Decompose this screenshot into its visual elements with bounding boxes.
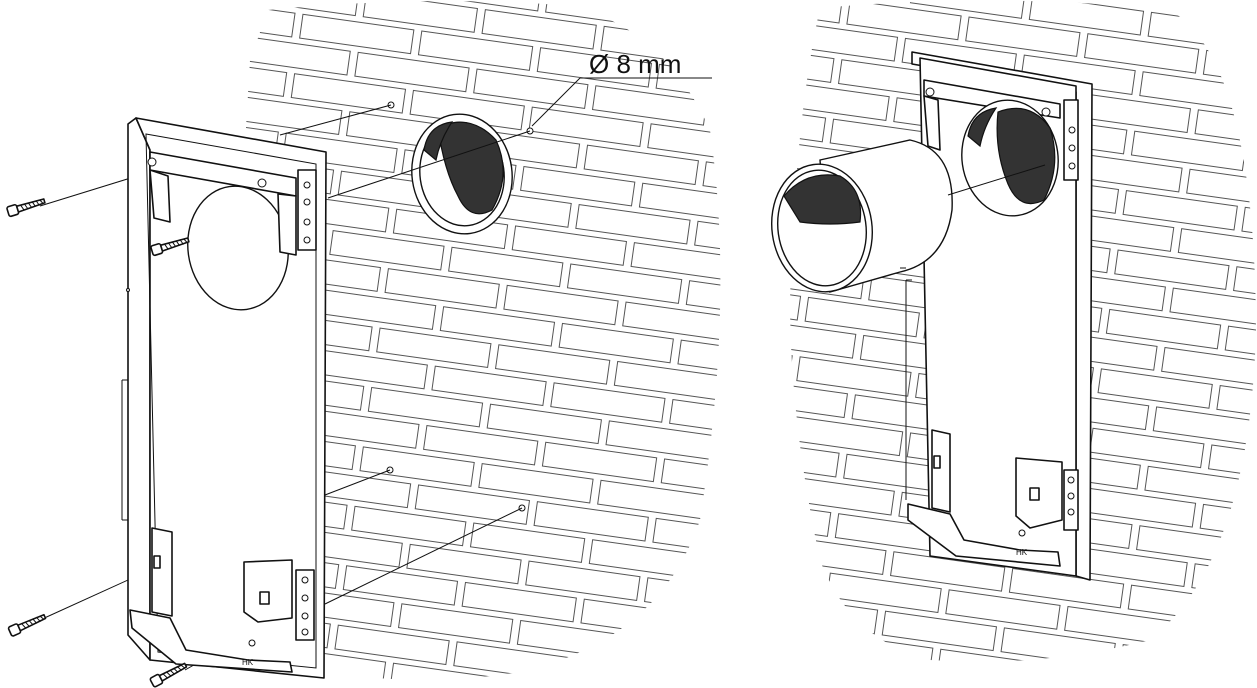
screw-icon [150, 237, 190, 257]
drill-size-callout: Ø 8 mm [531, 49, 712, 127]
drill-size-label: Ø 8 mm [589, 49, 681, 79]
plate-mark-right: HK [1016, 548, 1028, 557]
mounting-plate-right: HK [905, 51, 1093, 581]
screw-icon [6, 198, 46, 218]
screw-icon [7, 613, 47, 637]
screw-icon [149, 662, 188, 688]
duct-pipe-icon [770, 139, 1046, 293]
plate-mark-left: HK [242, 658, 254, 667]
mounting-plate-left: HK [121, 117, 327, 679]
